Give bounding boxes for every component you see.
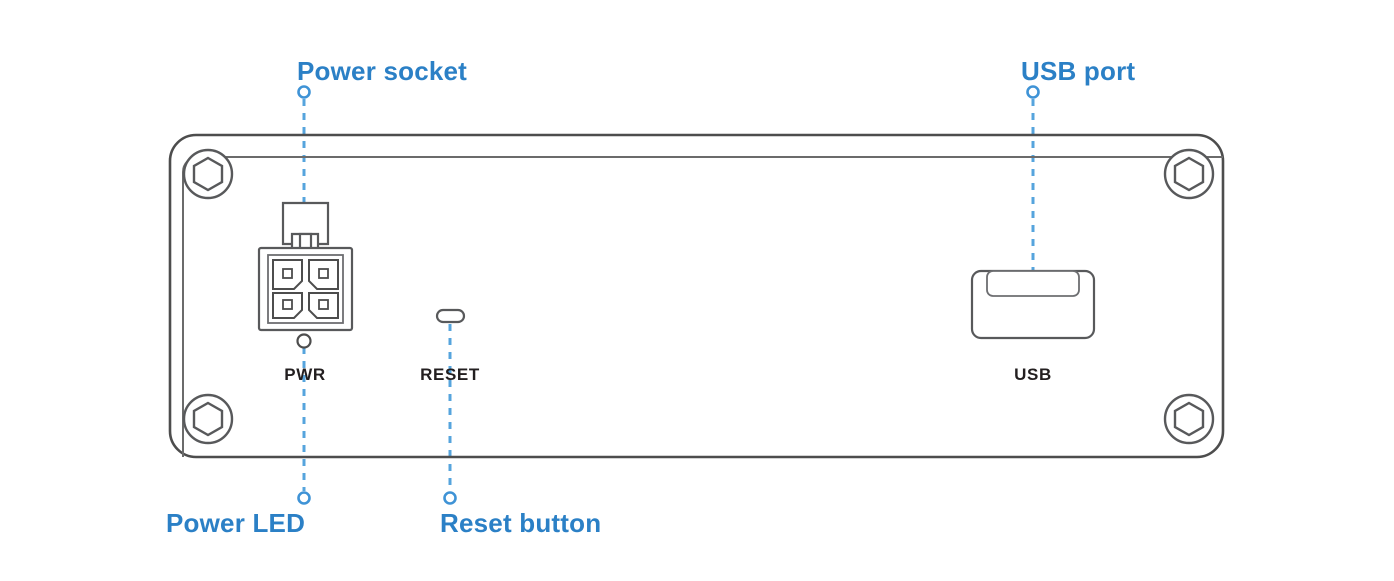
screw-top-left (182, 148, 234, 200)
power-led-indicator (296, 333, 312, 349)
silkscreen-label-reset: RESET (420, 365, 480, 384)
callout-labels-group: Power socket USB port Power LED Reset bu… (166, 56, 1135, 538)
marker-usb-port (1026, 85, 1040, 99)
reset-button-switch[interactable] (435, 308, 466, 324)
callout-label-power-socket: Power socket (297, 56, 467, 86)
screw-bottom-left (182, 393, 234, 445)
callout-label-usb-port: USB port (1021, 56, 1135, 86)
power-socket-connector[interactable] (257, 201, 354, 332)
silkscreen-labels-group: PWR RESET USB (284, 365, 1052, 384)
callout-label-reset-button: Reset button (440, 508, 601, 538)
callout-markers-group (297, 85, 1040, 505)
silkscreen-label-usb: USB (1014, 365, 1052, 384)
marker-power-led (297, 491, 311, 505)
marker-power-socket (297, 85, 311, 99)
screw-bottom-right (1163, 393, 1215, 445)
silkscreen-label-pwr: PWR (284, 365, 325, 384)
callout-label-power-led: Power LED (166, 508, 305, 538)
screws-group (182, 148, 1215, 445)
usb-receptacle[interactable] (970, 269, 1096, 340)
screw-top-right (1163, 148, 1215, 200)
marker-reset-button (443, 491, 457, 505)
